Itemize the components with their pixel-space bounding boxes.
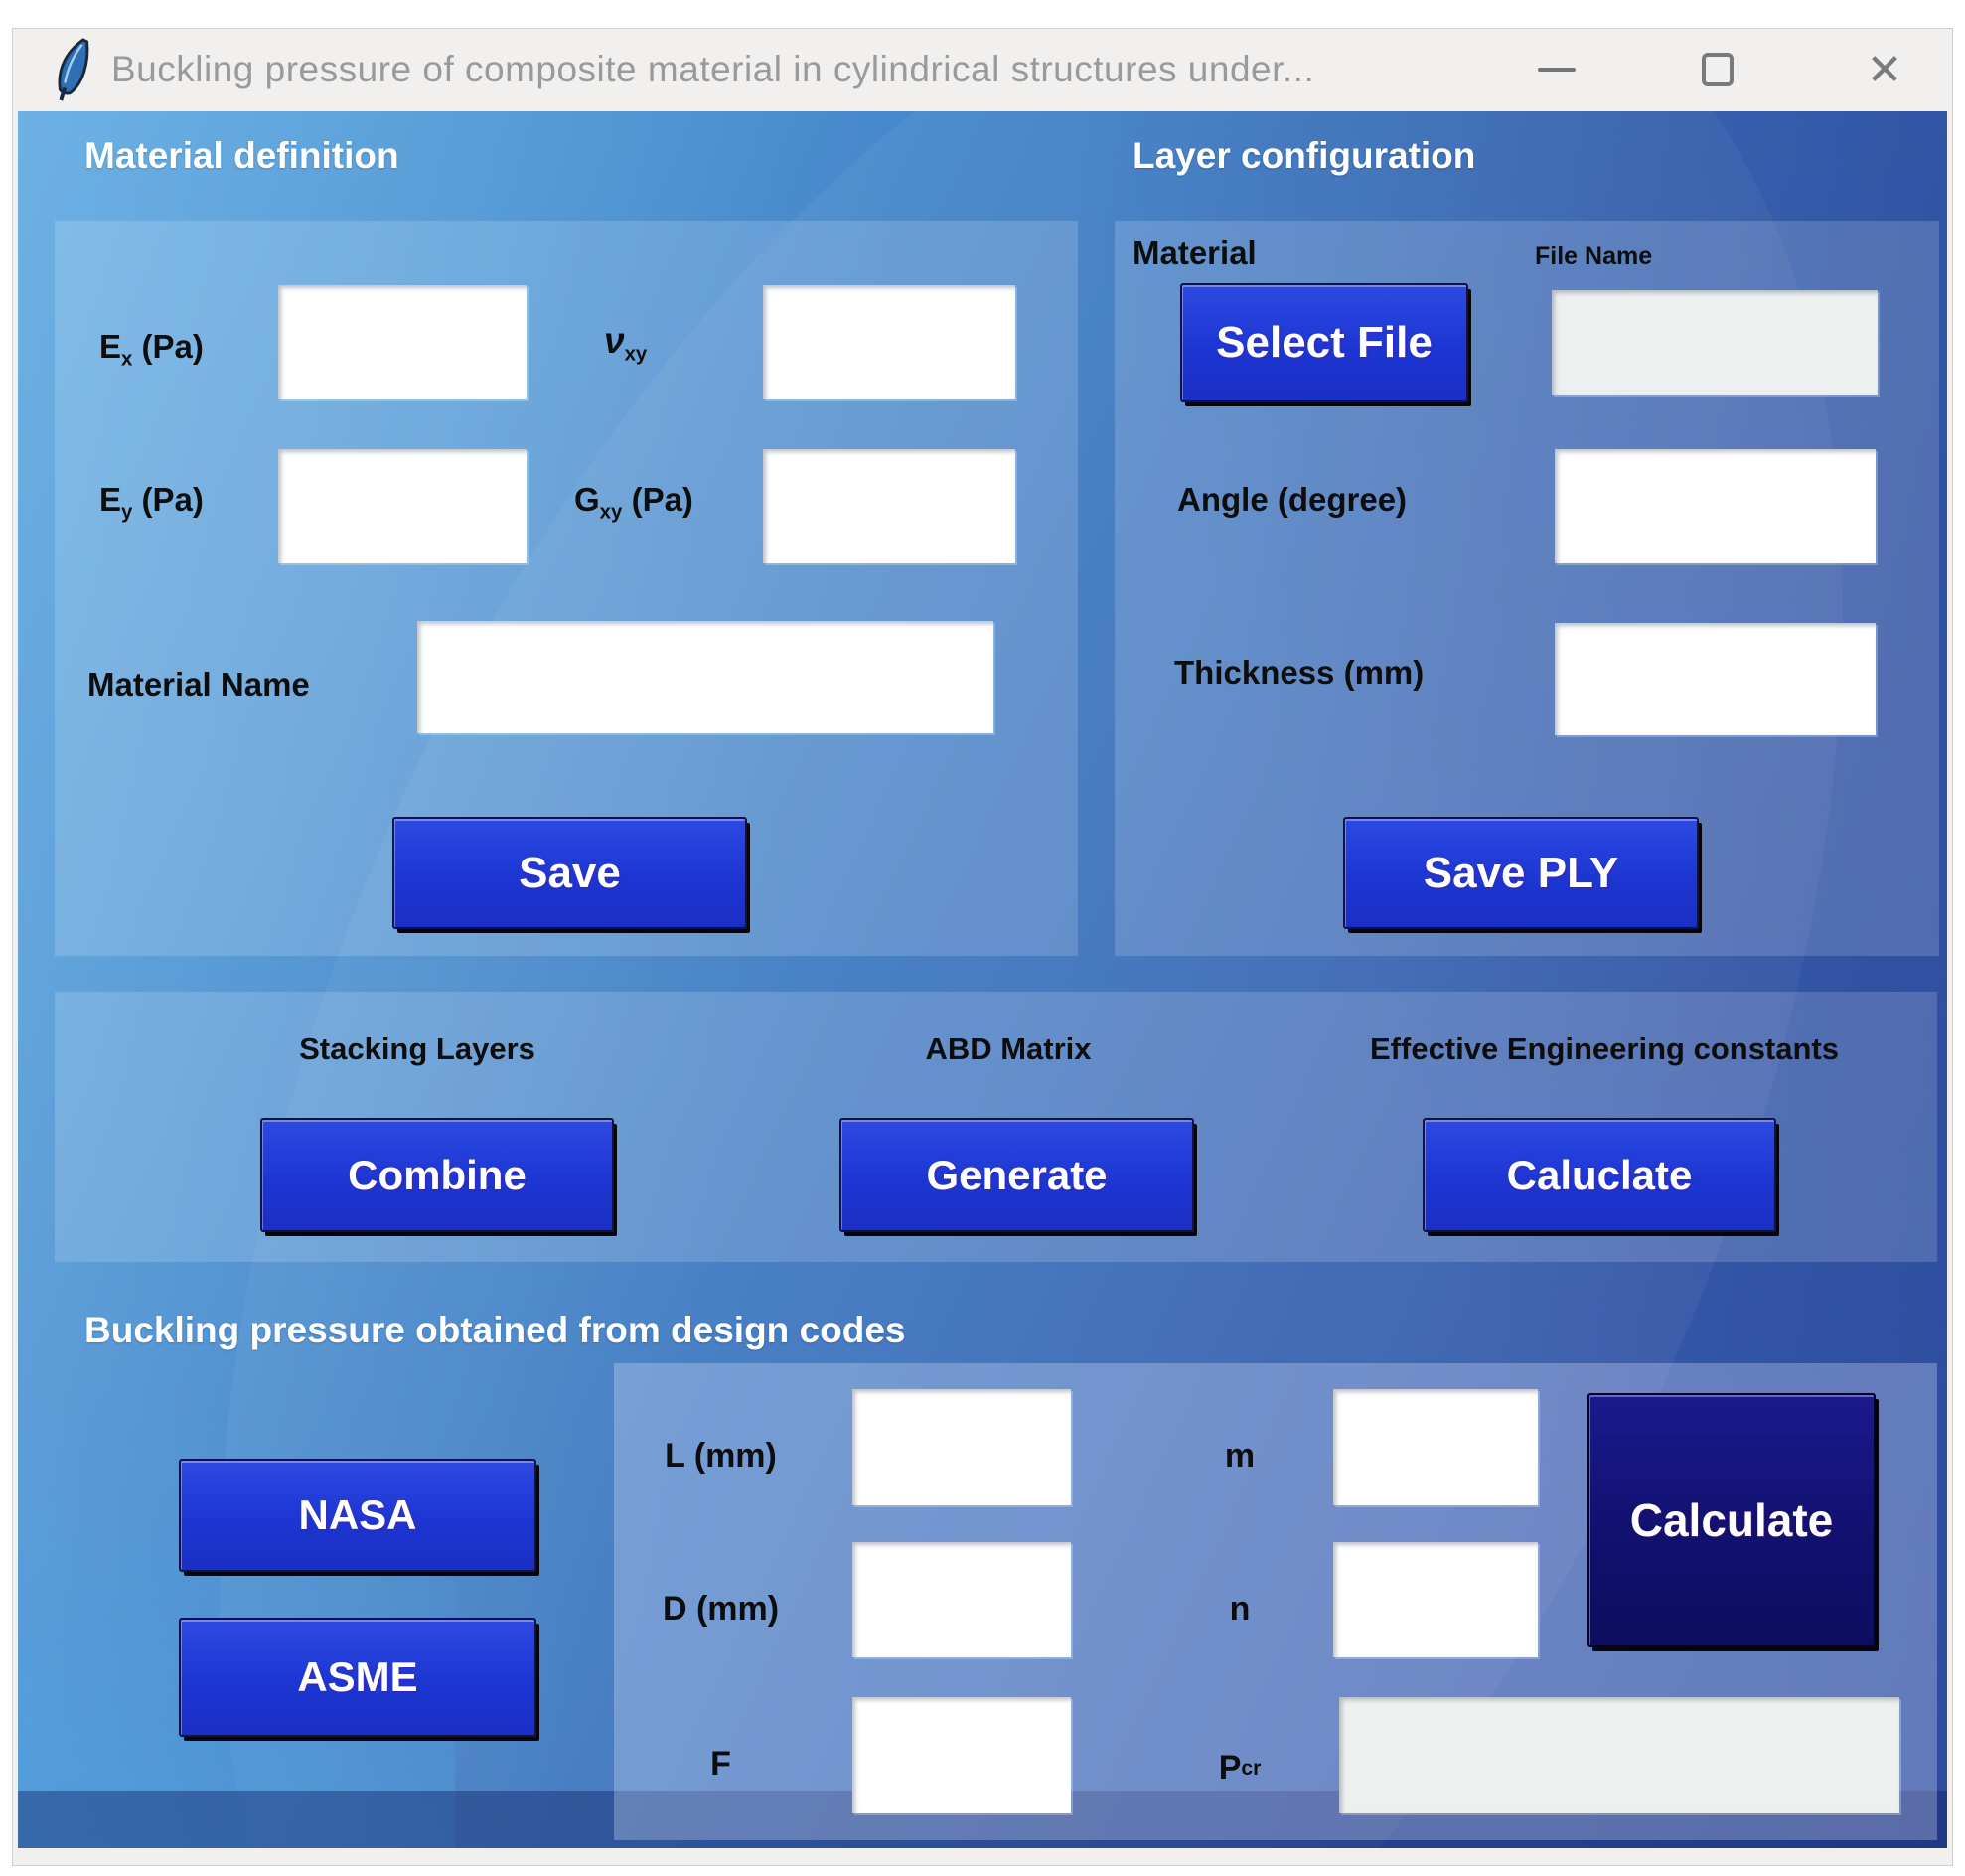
- d-label: D (mm): [662, 1590, 780, 1628]
- background-curve: [18, 1331, 455, 1848]
- stacking-layers-label: Stacking Layers: [299, 1031, 535, 1066]
- n-input[interactable]: [1333, 1542, 1538, 1657]
- select-file-button[interactable]: Select File: [1180, 283, 1468, 402]
- pcr-display[interactable]: [1339, 1697, 1899, 1813]
- ex-label-sub: x: [121, 347, 133, 371]
- file-name-display[interactable]: [1552, 290, 1878, 395]
- minimize-icon: [1538, 68, 1576, 72]
- gxy-input[interactable]: [763, 449, 1015, 563]
- maximize-icon: [1702, 53, 1734, 86]
- material-label: Material: [1133, 234, 1257, 271]
- material-definition-title: Material definition: [84, 135, 399, 176]
- d-input[interactable]: [852, 1542, 1071, 1657]
- thickness-label: Thickness (mm): [1174, 654, 1425, 691]
- window-title: Buckling pressure of composite material …: [111, 49, 1315, 89]
- thickness-input[interactable]: [1555, 623, 1876, 735]
- m-label: m: [1224, 1437, 1256, 1475]
- gxy-label-base: G: [574, 481, 600, 518]
- save-ply-button[interactable]: Save PLY: [1343, 817, 1699, 929]
- nu-xy-label: νxy: [604, 320, 647, 367]
- pcr-label-sub: cr: [1241, 1756, 1262, 1780]
- f-label: F: [710, 1745, 731, 1783]
- gxy-label-unit: (Pa): [622, 481, 693, 518]
- gxy-label-sub: xy: [599, 500, 623, 524]
- save-button[interactable]: Save: [392, 817, 747, 929]
- ex-label: Ex (Pa): [99, 328, 204, 372]
- minimize-button[interactable]: [1512, 28, 1601, 111]
- ey-input[interactable]: [278, 449, 527, 563]
- nu-xy-input[interactable]: [763, 285, 1015, 399]
- nu-label-base: ν: [604, 320, 625, 361]
- ex-input[interactable]: [278, 285, 527, 399]
- title-bar[interactable]: Buckling pressure of composite material …: [12, 28, 1953, 111]
- angle-label: Angle (degree): [1177, 481, 1408, 518]
- abd-matrix-label: ABD Matrix: [925, 1031, 1092, 1066]
- asme-button[interactable]: ASME: [179, 1618, 536, 1737]
- ex-label-unit: (Pa): [132, 328, 204, 365]
- material-name-label: Material Name: [87, 666, 310, 703]
- main-content: Material definition Ex (Pa) νxy Ey (Pa) …: [18, 111, 1947, 1848]
- l-label: L (mm): [665, 1437, 777, 1475]
- tk-feather-icon: [58, 38, 89, 101]
- ey-label-base: E: [99, 481, 122, 518]
- caluclate-button[interactable]: Caluclate: [1423, 1118, 1776, 1232]
- layer-configuration-title: Layer configuration: [1133, 135, 1476, 176]
- close-button[interactable]: ✕: [1840, 28, 1929, 111]
- ex-label-base: E: [99, 328, 122, 365]
- n-label: n: [1229, 1590, 1251, 1628]
- m-input[interactable]: [1333, 1389, 1538, 1505]
- nasa-button[interactable]: NASA: [179, 1459, 536, 1572]
- operations-panel: Stacking Layers Combine ABD Matrix Gener…: [55, 992, 1937, 1262]
- layer-configuration-panel: Material File Name Select File Angle (de…: [1115, 221, 1939, 956]
- buckling-pressure-title: Buckling pressure obtained from design c…: [84, 1310, 906, 1350]
- ey-label-unit: (Pa): [132, 481, 204, 518]
- material-name-input[interactable]: [417, 621, 993, 733]
- generate-button[interactable]: Generate: [839, 1118, 1194, 1232]
- l-input[interactable]: [852, 1389, 1071, 1505]
- calculate-button[interactable]: Calculate: [1587, 1393, 1876, 1647]
- file-name-label: File Name: [1535, 242, 1653, 270]
- angle-input[interactable]: [1555, 449, 1876, 563]
- combine-button[interactable]: Combine: [260, 1118, 614, 1232]
- ey-label: Ey (Pa): [99, 481, 204, 525]
- close-icon: ✕: [1866, 45, 1903, 94]
- gxy-label: Gxy (Pa): [574, 481, 693, 525]
- ey-label-sub: y: [121, 500, 133, 524]
- maximize-button[interactable]: [1673, 28, 1762, 111]
- pcr-label-base: P: [1218, 1749, 1242, 1787]
- nu-label-sub: xy: [624, 342, 648, 366]
- effective-constants-label: Effective Engineering constants: [1370, 1031, 1839, 1066]
- material-definition-panel: Ex (Pa) νxy Ey (Pa) Gxy (Pa) Material Na…: [55, 221, 1078, 956]
- f-input[interactable]: [852, 1697, 1071, 1813]
